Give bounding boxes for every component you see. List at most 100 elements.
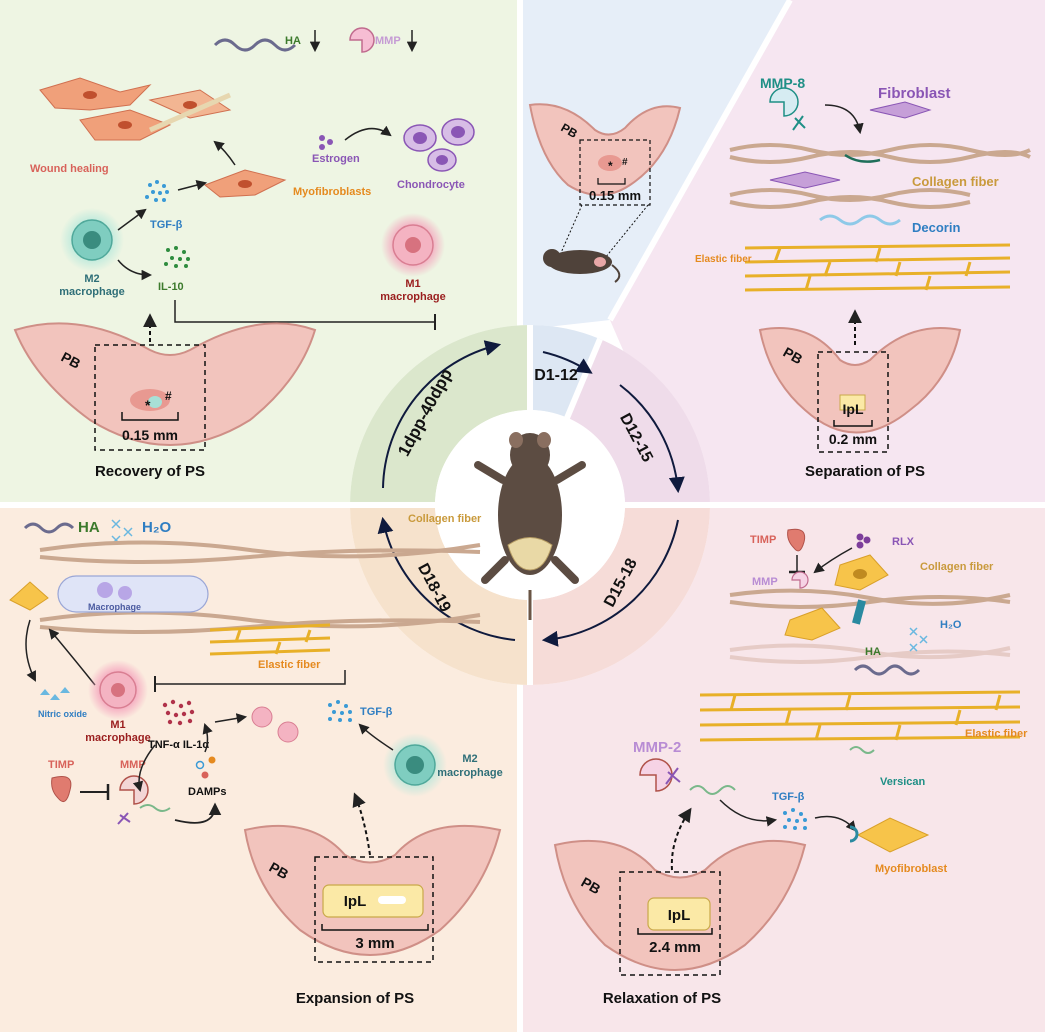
fibroblast-icon (869, 101, 932, 119)
chondrocyte-icon (403, 118, 475, 172)
nitric-oxide-label: Nitric oxide (38, 709, 87, 719)
myofibroblast-label: Myofibroblast (875, 863, 947, 875)
wound-healing-label: Wound healing (30, 163, 109, 175)
star-mark: * (145, 397, 151, 413)
mouse-side-icon (543, 249, 621, 283)
m1-label-line2-expansion: macrophage (85, 732, 150, 744)
m1-label-line2: macrophage (380, 291, 445, 303)
m2-label-line2-expansion: macrophage (437, 767, 502, 779)
m2-label-line1: M2 (84, 273, 99, 285)
estrogen-label: Estrogen (312, 153, 360, 165)
elastic-fiber-label: Elastic fiber (695, 254, 752, 265)
mmp-label: MMP (375, 35, 401, 47)
elastic-fiber-icon-relaxation (699, 690, 1021, 742)
fibroblast-yellow-icon (9, 581, 49, 611)
tgfb-label-relaxation: TGF-β (772, 791, 805, 803)
pubic-bone-small-icon (528, 103, 682, 196)
tgfb-label: TGF-β (150, 219, 183, 231)
collagen-fiber-label-relaxation: Collagen fiber (920, 561, 994, 573)
mmp8-pacman-icon (769, 87, 799, 117)
timp-icon-relaxation (787, 528, 806, 552)
tgfb-dots-icon (145, 180, 169, 202)
divider-diagonal (607, 0, 793, 322)
separation-panel: MMP-8 Fibroblast Collagen fiber Decorin … (695, 75, 1031, 480)
rlx-label: RLX (892, 536, 915, 548)
mouse-illustration (474, 432, 586, 620)
scale-label: 0.15 mm (122, 427, 178, 443)
panel-title-separation: Separation of PS (805, 463, 925, 480)
scissors-icon-relaxation (665, 767, 681, 785)
water-icon (111, 519, 133, 545)
h2o-label-relaxation: H₂O (940, 619, 962, 631)
d1-panel: PB * # 0.15 mm (528, 103, 682, 283)
fibroblast-label: Fibroblast (878, 85, 951, 102)
elastic-fiber-icon-expansion (209, 623, 331, 656)
myofibroblasts-label: Myofibroblasts (293, 186, 371, 198)
timp-label-expansion: TIMP (48, 759, 74, 771)
panel-title-recovery: Recovery of PS (95, 463, 205, 480)
scale-label-relaxation: 2.4 mm (649, 939, 701, 956)
ha-label: HA (285, 35, 301, 47)
ipl-label-relaxation: IpL (668, 907, 691, 924)
decorin-icon (819, 214, 901, 226)
ring-seg-1dpp (350, 325, 530, 505)
ring-seg-d1-12 (530, 324, 600, 418)
water-icon-relaxation (909, 627, 928, 652)
wound-healing-cells-icon (39, 77, 232, 141)
elastic-fiber-label-relaxation: Elastic fiber (965, 728, 1028, 740)
collagen-fiber-label: Collagen fiber (912, 174, 999, 189)
h2o-label-expansion: H₂O (142, 519, 171, 536)
il10-dots-icon (164, 246, 190, 268)
nitric-oxide-icon (40, 687, 70, 700)
il10-label: IL-10 (158, 281, 184, 293)
tgfb-dots-icon-expansion (328, 700, 352, 722)
ha-chain-icon-expansion (23, 522, 75, 534)
scale-label-separation: 0.2 mm (829, 431, 877, 447)
ipl-label-separation: IpL (843, 401, 864, 417)
tgfb-label-expansion: TGF-β (360, 706, 393, 718)
scissors-icon-expansion (117, 812, 131, 825)
panel-title-expansion: Expansion of PS (296, 990, 414, 1007)
scissors-icon (792, 115, 806, 131)
decorin-label: Decorin (912, 220, 960, 235)
pubic-bone-icon (13, 322, 317, 446)
tgfb-dots-icon-relaxation (783, 808, 807, 830)
m1-label-line1-expansion: M1 (110, 719, 125, 731)
mmp-label-relaxation: MMP (752, 576, 778, 588)
macrophage-label: Macrophage (88, 602, 141, 612)
m1-label-line1: M1 (405, 278, 420, 290)
ha-chain-icon (213, 38, 297, 52)
ipl-label-expansion: IpL (344, 893, 367, 910)
myofibroblast-icon-relaxation (856, 817, 930, 853)
zoom-box (94, 344, 206, 451)
elastic-fiber-label-expansion: Elastic fiber (258, 659, 321, 671)
tnf-dots-icon (162, 699, 195, 726)
panel-title-relaxation: Relaxation of PS (603, 990, 721, 1007)
collagen-fiber-label-expansion: Collagen fiber (408, 513, 482, 525)
elastic-fiber-icon (744, 243, 1011, 292)
macrophage-vessel-icon (57, 575, 209, 613)
m2-label-line2: macrophage (59, 286, 124, 298)
mmp8-label: MMP-8 (760, 75, 805, 91)
expansion-panel: HA H₂O Collagen fiber Macrophage Elastic… (9, 513, 503, 1007)
ha-label-expansion: HA (78, 519, 100, 536)
scale-label-expansion: 3 mm (355, 935, 394, 952)
mmp-label-expansion: MMP (120, 759, 146, 771)
relaxation-panel: TIMP MMP RLX Collagen fiber H₂O HA Elast… (553, 528, 1028, 1007)
pubic-bone-icon-separation (758, 327, 962, 434)
timp-icon (51, 776, 72, 803)
mmp2-pacman-icon (639, 758, 673, 792)
tnf-label: TNF-α IL-1α (148, 739, 209, 751)
versican-label: Versican (880, 776, 926, 788)
scale-label-small: 0.15 mm (589, 188, 641, 203)
ring-label-d1-12: D1-12 (534, 367, 578, 384)
damps-label: DAMPs (188, 786, 227, 798)
ring-seg-d15-18 (530, 505, 710, 685)
chondrocyte-label: Chondrocyte (397, 179, 465, 191)
mmp-pacman-icon (349, 27, 375, 53)
d1-panel-bg (520, 0, 790, 330)
recovery-panel: HA MMP Wound healing Estrogen Chondr (13, 27, 475, 480)
star-mark-small: * (608, 159, 613, 173)
